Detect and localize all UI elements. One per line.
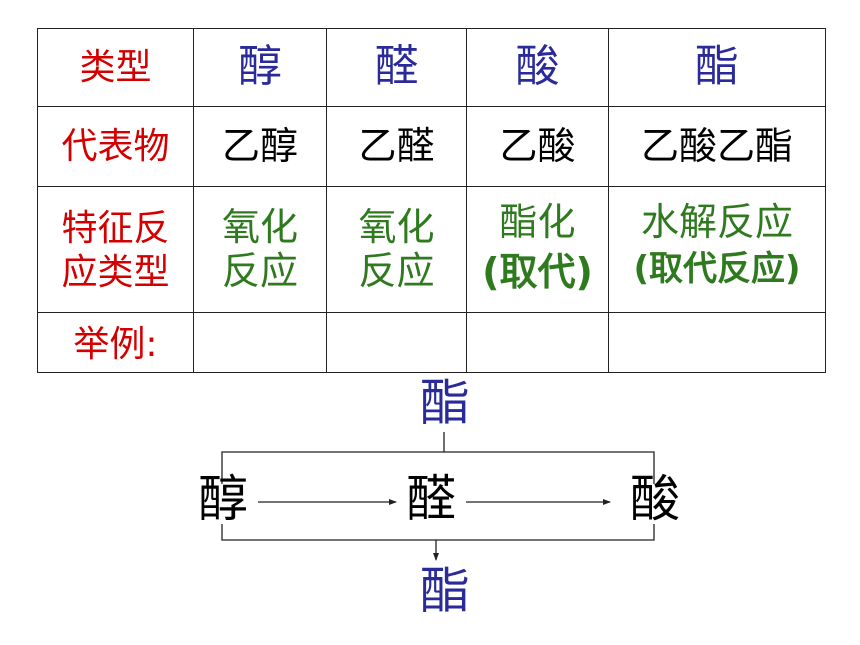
cell-line: 反应 (221, 248, 298, 293)
cell-line: 水解反应 (640, 200, 793, 244)
row-label-example: 举例: (37, 312, 194, 373)
diagram-ester-bottom: 酯 (420, 562, 470, 620)
header-aldehyde: 醛 (326, 28, 467, 107)
row-label-reaction-type: 特征反 应类型 (37, 186, 194, 313)
cell-line: 反应 (358, 248, 435, 293)
cell-line: 氧化 (358, 204, 435, 249)
cell-example-acid (466, 312, 609, 373)
row-label-representative: 代表物 (37, 106, 194, 187)
table-row: 特征反 应类型 氧化 反应 氧化 反应 酯化 (取代) 水解反应 (取代反应) (37, 186, 826, 313)
cell-ethanol: 乙醇 (193, 106, 327, 187)
diagram-aldehyde: 醛 (406, 470, 456, 528)
cell-line: 酯化 (499, 200, 576, 244)
header-alcohol: 醇 (193, 28, 327, 107)
cell-line: (取代) (482, 250, 593, 295)
cell-reaction-aldehyde: 氧化 反应 (326, 186, 467, 313)
cell-reaction-alcohol: 氧化 反应 (193, 186, 327, 313)
diagram-ester-top: 酯 (420, 374, 470, 432)
diagram-alcohol: 醇 (198, 470, 248, 528)
header-ester: 酯 (608, 28, 826, 107)
cell-line: 氧化 (221, 204, 298, 249)
cell-reaction-ester: 水解反应 (取代反应) (608, 186, 826, 313)
cell-reaction-acid: 酯化 (取代) (466, 186, 609, 313)
cell-ethyl-acetate: 乙酸乙酯 (608, 106, 826, 187)
row-label-line: 应类型 (61, 251, 170, 293)
table-header-row: 类型 醇 醛 酸 酯 (37, 28, 826, 107)
row-label-line: 特征反 (61, 208, 170, 250)
comparison-table: 类型 醇 醛 酸 酯 代表物 乙醇 乙醛 乙酸 乙酸乙酯 特征反 应类型 氧化 … (37, 28, 826, 373)
diagram-acid: 酸 (630, 470, 680, 528)
table-row: 代表物 乙醇 乙醛 乙酸 乙酸乙酯 (37, 106, 826, 187)
cell-acetic-acid: 乙酸 (466, 106, 609, 187)
cell-example-aldehyde (326, 312, 467, 373)
cell-acetaldehyde: 乙醛 (326, 106, 467, 187)
table-row: 举例: (37, 312, 826, 373)
cell-line: (取代反应) (633, 249, 801, 290)
cell-example-ester (608, 312, 826, 373)
cell-example-alcohol (193, 312, 327, 373)
connector-bottom (221, 524, 655, 560)
header-acid: 酸 (466, 28, 609, 107)
header-type: 类型 (37, 28, 194, 107)
